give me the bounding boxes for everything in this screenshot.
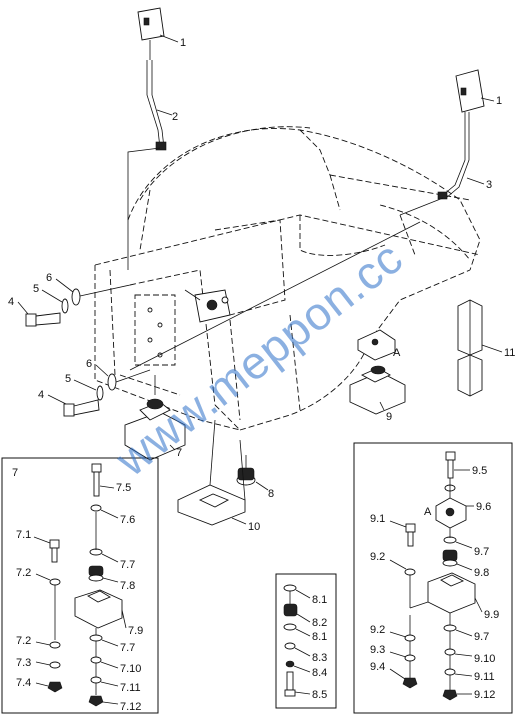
mount-plate	[134, 294, 176, 366]
label-10: 10	[248, 521, 260, 533]
label-6-upper: 6	[46, 272, 52, 284]
callout-9-8: 9.8	[474, 567, 489, 579]
callout-8-5: 8.5	[312, 689, 327, 701]
callout-8-1-upper: 8.1	[312, 594, 327, 606]
callout-9-4: 9.4	[370, 661, 385, 673]
callout-9-2-upper: 9.2	[370, 551, 385, 563]
callout-9-3: 9.3	[370, 644, 385, 656]
callout-7-7-lower: 7.7	[120, 642, 135, 654]
label-A-detail: A	[424, 506, 432, 518]
label-5-upper: 5	[33, 283, 39, 295]
label-4-lower: 4	[38, 389, 44, 401]
watermark-text: www.meppon.cc	[105, 231, 412, 487]
mount-7	[124, 375, 186, 461]
callout-7-12: 7.12	[120, 701, 141, 713]
callout-9-12: 9.12	[474, 689, 495, 701]
callout-7-2-upper: 7.2	[16, 567, 31, 579]
callout-7-2-lower: 7.2	[16, 635, 31, 647]
callout-9-2-lower: 9.2	[370, 624, 385, 636]
callout-7-7-upper: 7.7	[120, 559, 135, 571]
mirror-left	[137, 7, 167, 151]
callout-8-3: 8.3	[312, 652, 327, 664]
label-7: 7	[176, 447, 182, 459]
profile-11	[457, 299, 483, 397]
grommet-8	[236, 455, 256, 486]
label-11: 11	[504, 347, 515, 359]
label-2: 2	[172, 111, 178, 123]
callout-9-7-lower: 9.7	[474, 631, 489, 643]
bolt-upper	[25, 284, 131, 327]
callout-9-10: 9.10	[474, 653, 495, 665]
label-1-right: 1	[496, 95, 502, 107]
callout-9-7-upper: 9.7	[474, 546, 489, 558]
label-9: 9	[386, 411, 392, 423]
bolt-lower	[63, 369, 151, 417]
label-4-upper: 4	[8, 296, 14, 308]
bracket-assembly	[184, 289, 231, 323]
pad-10	[177, 419, 246, 526]
callout-7-8: 7.8	[120, 580, 135, 592]
callout-9-1: 9.1	[370, 513, 385, 525]
label-A-main: A	[393, 347, 401, 359]
callout-7-5: 7.5	[116, 482, 131, 494]
label-8: 8	[268, 488, 274, 500]
callout-8-2: 8.2	[312, 617, 327, 629]
detail-box-8: 8.1 8.2 8.1 8.3 8.4 8.5	[275, 573, 337, 709]
label-3: 3	[486, 179, 492, 191]
callout-7-10: 7.10	[120, 663, 141, 675]
label-1-left: 1	[180, 37, 186, 49]
callout-9-5: 9.5	[472, 465, 487, 477]
callout-7-11: 7.11	[120, 682, 141, 694]
box7-title: 7	[12, 467, 18, 479]
detail-box-7: 7 7.5 7.6 7.1 7.7 7.2 7.8 7.9	[1, 457, 159, 714]
cab-outline	[94, 126, 481, 431]
callout-7-3: 7.3	[16, 657, 31, 669]
callout-9-9: 9.9	[484, 609, 499, 621]
callout-9-11: 9.11	[474, 671, 495, 683]
callout-7-1: 7.1	[16, 529, 31, 541]
callout-8-1-lower: 8.1	[312, 631, 327, 643]
callout-9-6: 9.6	[476, 501, 491, 513]
mirror-right	[437, 69, 485, 200]
label-5-lower: 5	[65, 373, 71, 385]
detail-box-9: 9.5 9.6 A 9.1 9.7 9.2 9.8 9.9	[353, 442, 513, 714]
mount-9	[349, 329, 406, 415]
callout-8-4: 8.4	[312, 667, 327, 679]
callout-7-9: 7.9	[128, 625, 143, 637]
callout-7-6: 7.6	[120, 514, 135, 526]
label-6-lower: 6	[86, 358, 92, 370]
callout-7-4: 7.4	[16, 677, 31, 689]
